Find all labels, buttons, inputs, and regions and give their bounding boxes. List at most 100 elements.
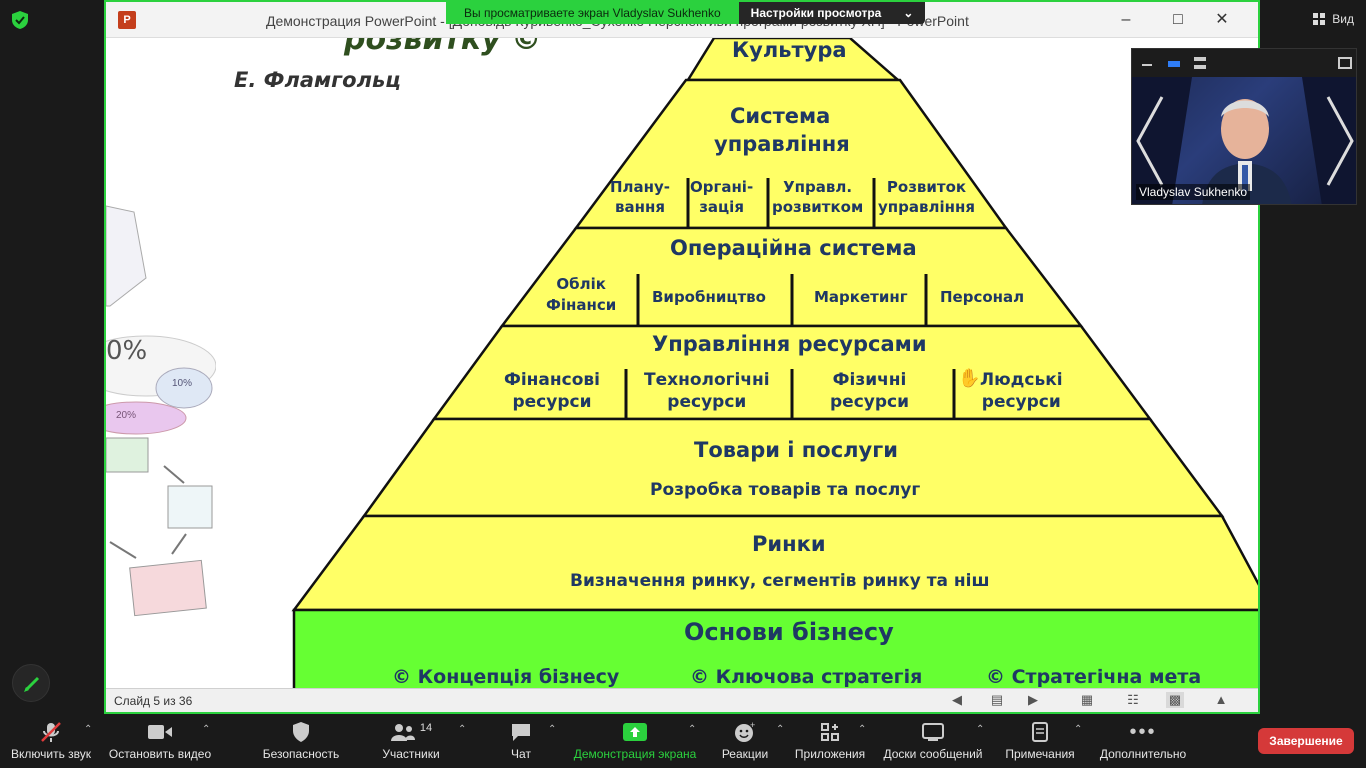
microphone-muted-icon [41,722,61,742]
view-options-button[interactable]: Настройки просмотра ⌄ [738,2,926,24]
whiteboards-chevron-icon[interactable]: ⌃ [976,724,985,735]
chevron-down-icon: ⌄ [903,6,914,20]
minimize-video-icon[interactable] [1142,64,1152,66]
reading-view-icon[interactable]: ▩ [1166,692,1184,708]
reactions-button[interactable]: + Реакции [718,720,772,766]
annotate-button[interactable] [12,664,50,702]
view-label: Вид [1332,12,1354,26]
chat-button[interactable]: Чат [502,720,540,766]
video-camera-icon [148,725,172,739]
slideshow-icon[interactable]: ▲ [1214,692,1228,707]
slide-sorter-icon[interactable]: ☷ [1127,692,1139,707]
hand-cursor-icon: ✋ [958,368,981,388]
foundation-strategy: © Ключова стратегія [690,666,923,688]
share-screen-icon [623,723,647,741]
minimize-icon[interactable]: – [1121,11,1131,28]
level-resource-management: Управління ресурсами [652,332,927,356]
next-slide-icon[interactable]: ▶ [1028,692,1038,707]
view-button[interactable]: Вид [1312,8,1354,30]
level-culture: Культура [732,38,847,62]
level-management-line2: управління [714,132,850,156]
security-shield-icon [293,722,309,742]
end-meeting-button[interactable]: Завершение [1258,728,1354,754]
more-button[interactable]: ••• Дополнительно [1094,720,1192,766]
slideshow-status-bar: Слайд 5 из 36 ◀ ▤ ▶ ▦ ☷ ▩ ▲ [106,688,1258,712]
chat-bubble-icon [512,724,530,741]
audio-options-chevron-icon[interactable]: ⌃ [84,724,93,735]
security-button[interactable]: Безопасность [258,720,344,766]
notes-label: Примечания [1005,747,1075,761]
video-controls-bar [1132,49,1356,77]
level-markets-title: Ринки [752,532,826,556]
close-icon[interactable]: ✕ [1215,11,1229,28]
previous-slide-icon[interactable]: ◀ [952,692,962,707]
maximize-icon[interactable]: □ [1173,11,1183,28]
more-label: Дополнительно [1099,747,1187,761]
ops-cell-marketing: Маркетинг [814,288,908,306]
participants-icon [390,724,415,741]
notes-button[interactable]: Примечания [1000,720,1080,766]
apps-icon [821,723,839,741]
unmute-button[interactable]: Включить звук [8,720,94,766]
decor-percent-pink: 20% [116,410,137,421]
grid-icon [1313,13,1326,25]
slide-menu-icon[interactable]: ▤ [990,692,1004,707]
participant-name: Vladyslav Sukhenko [1136,184,1251,200]
participant-video-feed [1132,77,1356,204]
speaker-view-icon[interactable] [1168,61,1180,67]
shared-screen: P Демонстрация PowerPoint - [Доповідь Ку… [104,0,1260,714]
participants-count: 14 [419,722,433,734]
level-markets-sub: Визначення ринку, сегментів ринку та ніш [570,571,990,591]
normal-view-icon[interactable]: ▦ [1080,692,1094,707]
exit-minimized-icon[interactable] [1338,57,1352,69]
foundation-goal: © Стратегічна мета [986,666,1202,688]
share-chevron-icon[interactable]: ⌃ [688,724,697,735]
participants-chevron-icon[interactable]: ⌃ [458,724,467,735]
pencil-icon [24,676,40,692]
slide-author: Е. Фламгольц [234,68,401,92]
view-options-label: Настройки просмотра [750,6,882,20]
stop-video-button[interactable]: Остановить видео [106,720,214,766]
participant-avatar-image [1132,77,1356,204]
whiteboards-button[interactable]: Доски сообщений [880,720,986,766]
svg-text:+: + [750,721,755,730]
level-products-title: Товари і послуги [694,438,898,462]
unmute-label: Включить звук [10,747,92,761]
powerpoint-icon: P [118,11,136,29]
reactions-chevron-icon[interactable]: ⌃ [776,724,785,735]
apps-label: Приложения [794,747,866,761]
mgmt-cell-planning: Плану-вання [610,178,671,216]
mgmt-cell-dev-management: Управл.розвитком [772,178,864,216]
share-screen-button[interactable]: Демонстрация экрана [572,720,698,766]
apps-chevron-icon[interactable]: ⌃ [858,724,867,735]
chat-chevron-icon[interactable]: ⌃ [548,724,557,735]
security-label: Безопасность [262,747,340,761]
participant-video[interactable]: Vladyslav Sukhenko [1131,48,1357,205]
stop-video-label: Остановить видео [108,747,212,761]
strip-view-icon[interactable] [1194,57,1206,69]
level-management-line1: Система [730,104,831,128]
video-options-chevron-icon[interactable]: ⌃ [202,724,211,735]
notes-chevron-icon[interactable]: ⌃ [1074,724,1083,735]
level-products-sub: Розробка товарів та послуг [650,480,921,500]
share-screen-label: Демонстрация экрана [573,747,697,761]
decor-percent-small: 10% [172,378,193,389]
slide-heading: розвитку © [344,38,542,57]
level-foundations-title: Основи бізнесу [684,618,894,646]
whiteboard-icon [922,723,944,741]
participants-button[interactable]: 14 Участники [378,720,444,766]
decorative-diagram [106,205,216,617]
apps-button[interactable]: Приложения [790,720,870,766]
slide-counter: Слайд 5 из 36 [114,694,193,708]
encryption-shield-icon[interactable] [10,10,30,30]
mgmt-cell-organization: Органі-зація [690,178,754,216]
smiley-icon: + [735,721,755,742]
participants-label: Участники [382,747,440,761]
